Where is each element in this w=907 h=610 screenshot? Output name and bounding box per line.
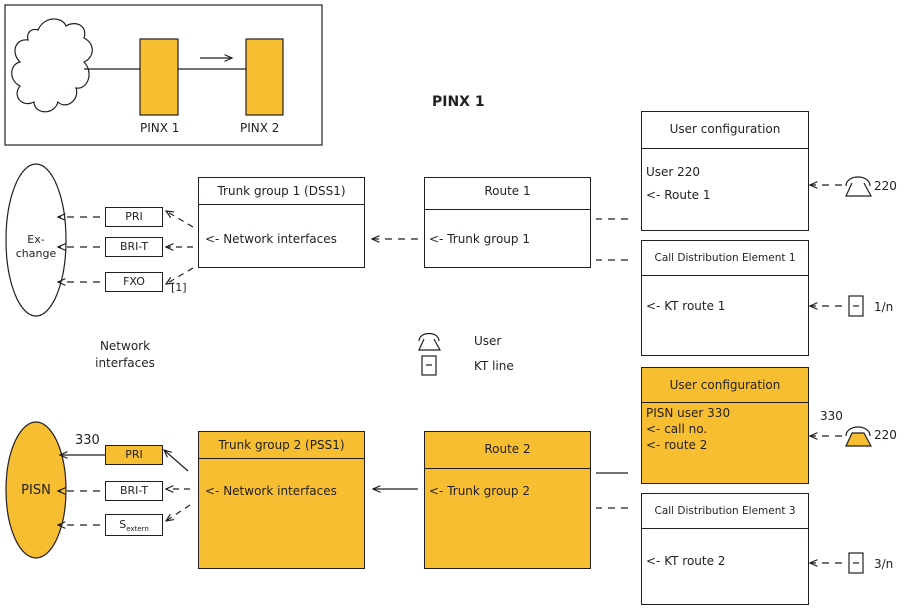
trunk-group-2-entry: <- Network interfaces <box>205 484 337 498</box>
s-extern-sub: extern <box>126 525 149 534</box>
kt-line-icon-1 <box>848 295 864 317</box>
inset-pinx1-box <box>139 38 179 116</box>
user-config-2-line3: <- route 2 <box>646 438 708 452</box>
pisn-ellipse <box>5 421 67 559</box>
inset-cloud-shape <box>11 18 93 113</box>
cde-3-box[interactable]: Call Distribution Element 3 <- KT route … <box>641 493 809 605</box>
cde-1-box[interactable]: Call Distribution Element 1 <- KT route … <box>641 240 809 356</box>
user-config-1-title: User configuration <box>669 122 781 136</box>
user-config-2-box[interactable]: User configuration PISN user 330 <- call… <box>641 367 809 484</box>
kt-line-icon-legend <box>421 355 437 376</box>
exchange-label-2: change <box>15 247 57 260</box>
interface-s-extern[interactable]: Sextern <box>105 514 163 536</box>
cde-3-title: Call Distribution Element 3 <box>654 505 796 517</box>
route-1-box[interactable]: Route 1 <- Trunk group 1 <box>424 177 591 268</box>
inset-pinx1-label: PINX 1 <box>140 121 180 135</box>
page-title: PINX 1 <box>432 94 485 110</box>
network-interfaces-caption-1: Network <box>99 339 151 353</box>
kt-1n-label: 1/n <box>874 300 894 314</box>
user-config-1-line1: User 220 <box>646 165 701 179</box>
trunk-group-1-box[interactable]: Trunk group 1 (DSS1) <- Network interfac… <box>198 177 365 268</box>
route-1-entry: <- Trunk group 1 <box>429 232 530 246</box>
interface-brit-2[interactable]: BRI-T <box>105 481 163 501</box>
trunk-group-1-entry: <- Network interfaces <box>205 232 337 246</box>
cde-1-entry: <- KT route 1 <box>646 299 726 313</box>
pisn-label: PISN <box>21 483 51 498</box>
cde-1-title: Call Distribution Element 1 <box>654 252 796 264</box>
user-config-2-line1: PISN user 330 <box>646 406 731 420</box>
kt-3n-label: 3/n <box>874 557 894 571</box>
phone-icon-bottom <box>845 426 873 447</box>
route-1-title: Route 1 <box>484 184 531 198</box>
route-2-entry: <- Trunk group 2 <box>429 484 530 498</box>
phone-icon-top <box>845 176 873 197</box>
legend-kt-line-label: KT line <box>474 359 514 373</box>
user-config-1-box[interactable]: User configuration User 220 <- Route 1 <box>641 111 809 231</box>
interface-brit-1[interactable]: BRI-T <box>105 237 163 257</box>
route-2-box[interactable]: Route 2 <- Trunk group 2 <box>424 431 591 569</box>
exchange-label-1: Ex- <box>27 233 45 246</box>
footnote-marker: [1] <box>171 281 187 294</box>
phone-220-bottom-label: 220 <box>874 428 897 442</box>
trunk-group-1-title: Trunk group 1 (DSS1) <box>217 184 346 198</box>
user-config-2-title: User configuration <box>669 378 781 392</box>
legend-user-label: User <box>474 334 502 348</box>
inset-pinx2-label: PINX 2 <box>240 121 280 135</box>
network-interfaces-caption-2: interfaces <box>95 356 155 370</box>
interface-pri-1[interactable]: PRI <box>105 207 163 227</box>
route-2-title: Route 2 <box>484 442 531 456</box>
cde-3-entry: <- KT route 2 <box>646 554 726 568</box>
trunk-group-2-box[interactable]: Trunk group 2 (PSS1) <- Network interfac… <box>198 431 365 569</box>
interface-fxo[interactable]: FXO <box>105 272 163 292</box>
interface-pri-2[interactable]: PRI <box>105 445 163 465</box>
phone-220-top-label: 220 <box>874 179 897 193</box>
phone-330-label: 330 <box>820 409 843 423</box>
pisn-number: 330 <box>75 433 100 448</box>
inset-pinx2-box <box>245 38 284 116</box>
user-config-1-line2: <- Route 1 <box>646 188 711 202</box>
s-extern-base: S <box>119 518 127 531</box>
kt-line-icon-3 <box>848 552 864 574</box>
user-config-2-line2: <- call no. <box>646 422 708 436</box>
exchange-ellipse <box>5 163 67 317</box>
trunk-group-2-title: Trunk group 2 (PSS1) <box>218 438 345 452</box>
phone-icon-legend <box>418 332 442 351</box>
inset-frame <box>4 4 323 146</box>
